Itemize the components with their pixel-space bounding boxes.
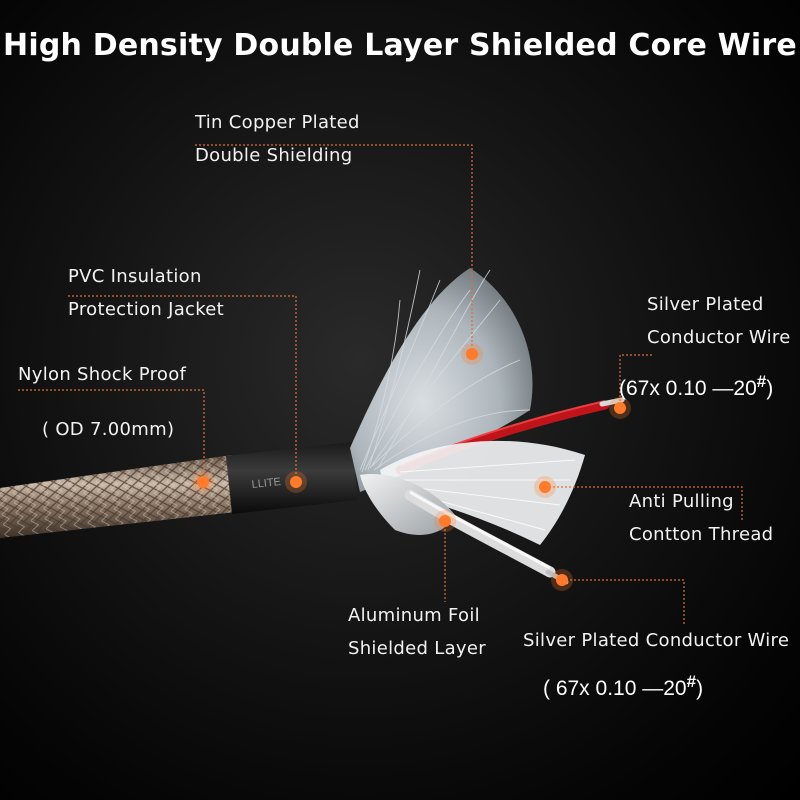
nylon-braid [0, 455, 236, 538]
aluminum-foil-marker [439, 515, 451, 527]
pvc-label-line2: Protection Jacket [68, 299, 225, 320]
tin-shield-label-line1: Tin Copper Plated [195, 112, 360, 133]
foil-label-line2: Shielded Layer [348, 638, 486, 659]
tin-shield-marker [466, 348, 478, 360]
leader-lines [18, 144, 743, 625]
silver-top-spec: (67x 0.10 —20#) [619, 372, 774, 400]
silver-top-label-line1: Silver Plated [647, 294, 764, 315]
white-conductor-marker [556, 574, 568, 586]
page-title: High Density Double Layer Shielded Core … [3, 28, 797, 63]
marker-dots [192, 343, 631, 591]
aluminum-foil [360, 474, 455, 535]
svg-text:LLITE: LLITE [251, 476, 281, 491]
silver-top-label-line2: Conductor Wire [647, 327, 791, 348]
red-conductor-marker [614, 402, 626, 414]
tin-shield-strands [350, 268, 533, 492]
anti-pulling-label-line2: Contton Thread [629, 524, 774, 545]
pvc-label-line1: PVC Insulation [68, 266, 202, 287]
silver-bottom-label-line1: Silver Plated Conductor Wire [523, 630, 790, 651]
tin-shield-label-line2: Double Shielding [195, 145, 353, 166]
pvc-jacket-marker [290, 476, 302, 488]
cotton-thread [380, 440, 585, 545]
nylon-braid-marker [197, 476, 209, 488]
nylon-label-line2: ( OD 7.00mm) [42, 419, 175, 440]
nylon-label-line1: Nylon Shock Proof [18, 364, 187, 385]
cotton-thread-marker [539, 481, 551, 493]
silver-bottom-spec: ( 67x 0.10 —20#) [543, 672, 704, 700]
foil-label-line1: Aluminum Foil [348, 605, 480, 626]
anti-pulling-label-line1: Anti Pulling [629, 491, 734, 512]
